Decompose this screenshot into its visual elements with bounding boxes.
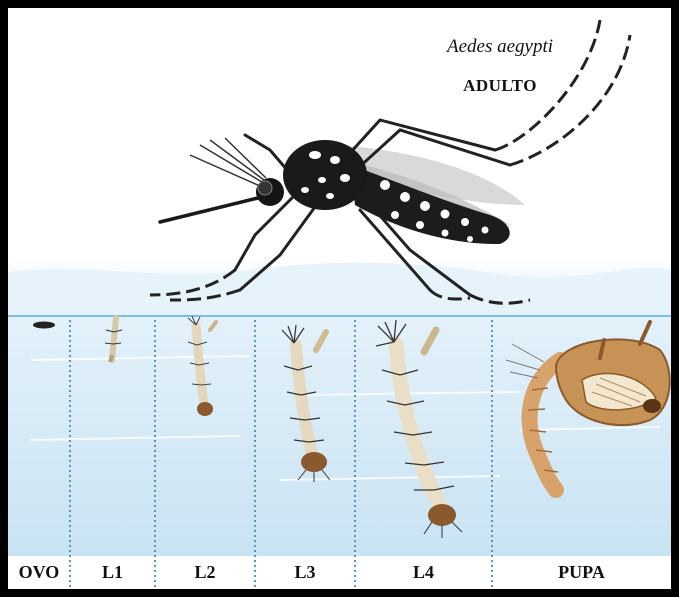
stage-label-pupa: PUPA xyxy=(492,562,671,583)
stage-label-l3: L3 xyxy=(255,562,355,583)
stage-label-ovo: OVO xyxy=(8,562,70,583)
stage-label-l2: L2 xyxy=(155,562,255,583)
stage-label-l1: L1 xyxy=(70,562,155,583)
adult-stage-label: ADULTO xyxy=(400,76,600,96)
stage-label-l4: L4 xyxy=(355,562,492,583)
egg-icon xyxy=(33,322,55,329)
species-name: Aedes aegypti xyxy=(400,36,600,58)
